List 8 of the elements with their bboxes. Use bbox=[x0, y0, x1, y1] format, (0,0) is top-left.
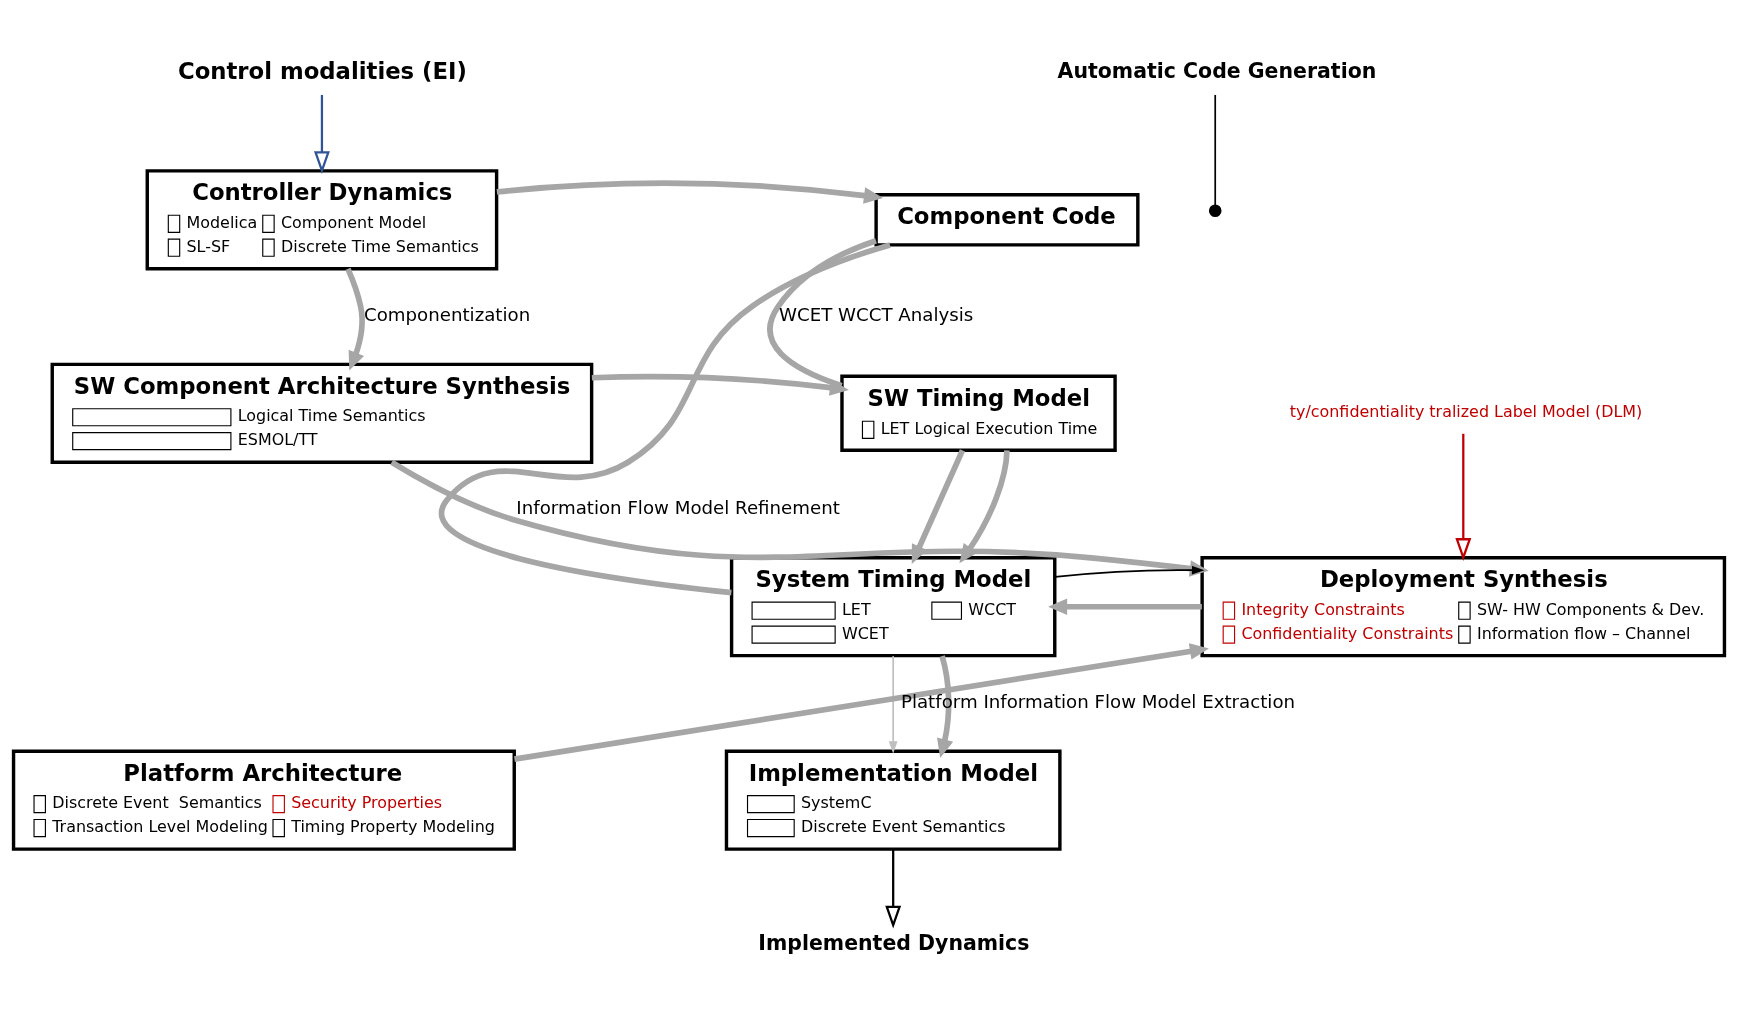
node-text: Control modalities (EI) bbox=[177, 57, 467, 84]
edge-label: WCET WCCT Analysis bbox=[778, 303, 973, 325]
node-text: Automatic Code Generation bbox=[1057, 59, 1376, 84]
node-text: ty/confidentiality tralized Label Model (DLM) bbox=[1289, 402, 1642, 422]
edge-label: Componentization bbox=[363, 303, 530, 325]
edge-label: Information Flow Model Refinement bbox=[515, 497, 840, 519]
edge-label: Platform Information Flow Model Extraction bbox=[900, 690, 1295, 712]
node-text: Implemented Dynamics bbox=[757, 930, 1029, 955]
